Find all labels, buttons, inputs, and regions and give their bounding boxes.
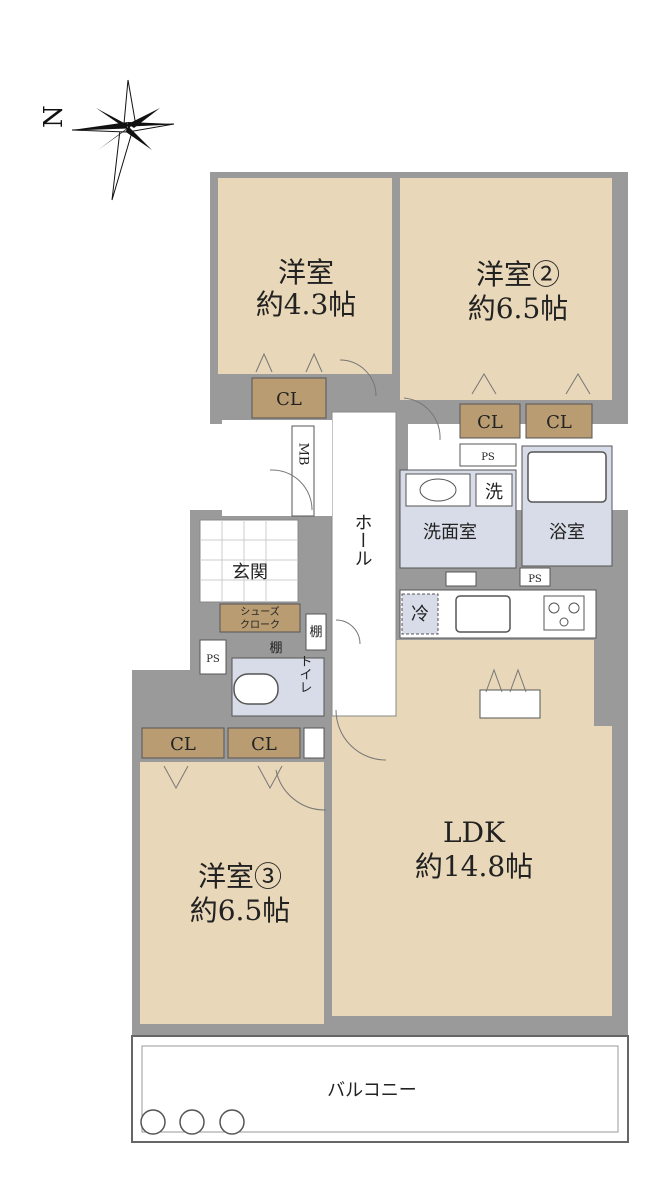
shoe-closet-label-1: シューズ xyxy=(240,605,280,618)
plant-icon xyxy=(140,1109,245,1135)
room-western-3-size: 約6.5帖 xyxy=(190,894,291,927)
ps-box-3 xyxy=(199,639,227,675)
room-western-1 xyxy=(218,178,392,374)
closets xyxy=(141,377,593,759)
entrance-tile-grid xyxy=(200,520,298,602)
kitchen-island xyxy=(479,689,541,719)
room-ldk xyxy=(332,640,612,1016)
closet-label: CL xyxy=(170,734,196,755)
bath-label: 浴室 xyxy=(549,522,585,543)
closet-label: CL xyxy=(251,734,277,755)
washer-space xyxy=(475,473,513,507)
room-western-2-name: 洋室② xyxy=(476,258,560,291)
room-western-1-name: 洋室 xyxy=(278,256,334,289)
hall-area xyxy=(331,411,397,717)
ps-box-1 xyxy=(459,443,517,467)
room-western-3 xyxy=(140,762,324,1024)
entrance-label: 玄関 xyxy=(232,562,268,583)
ps-label: PS xyxy=(481,452,495,463)
room-western-2 xyxy=(400,178,612,400)
fridge-space xyxy=(401,593,439,635)
entrance-area xyxy=(199,519,299,603)
compass-north-label: N xyxy=(39,105,69,128)
mb-label: MB xyxy=(296,443,311,466)
balcony-area xyxy=(131,1035,629,1143)
shoe-closet-label-2: クローク xyxy=(240,619,280,631)
toilet-label: トイレ xyxy=(297,655,312,694)
balcony-label: バルコニー xyxy=(327,1080,417,1101)
compass-rose-icon xyxy=(71,79,175,201)
closet-label: CL xyxy=(546,412,572,433)
shelf-box xyxy=(305,613,327,651)
shelf-label: 棚 xyxy=(269,641,282,656)
toilet-bowl xyxy=(233,673,279,705)
room-ldk-size: 約14.8帖 xyxy=(415,850,533,883)
room-western-1-size: 約4.3帖 xyxy=(256,288,357,321)
sink xyxy=(455,595,511,633)
mb-box xyxy=(291,425,315,517)
washroom-label: 洗面室 xyxy=(423,522,477,543)
stove-icon xyxy=(543,595,585,631)
hall-label: ホール xyxy=(352,513,373,567)
shelf-label: 棚 xyxy=(309,625,322,640)
ps-label: PS xyxy=(528,574,542,585)
room-western-2-size: 約6.5帖 xyxy=(468,292,569,325)
ps-box-2 xyxy=(519,567,551,587)
room-western-3-name: 洋室③ xyxy=(198,860,282,893)
ps-label: PS xyxy=(206,654,220,665)
closet-label: CL xyxy=(477,412,503,433)
closet-label: CL xyxy=(276,389,302,410)
washer-label: 洗 xyxy=(485,482,503,503)
room-ldk-name: LDK xyxy=(443,816,506,849)
fridge-label: 冷 xyxy=(411,604,429,625)
bathtub xyxy=(527,451,607,503)
door-swings xyxy=(163,352,591,811)
